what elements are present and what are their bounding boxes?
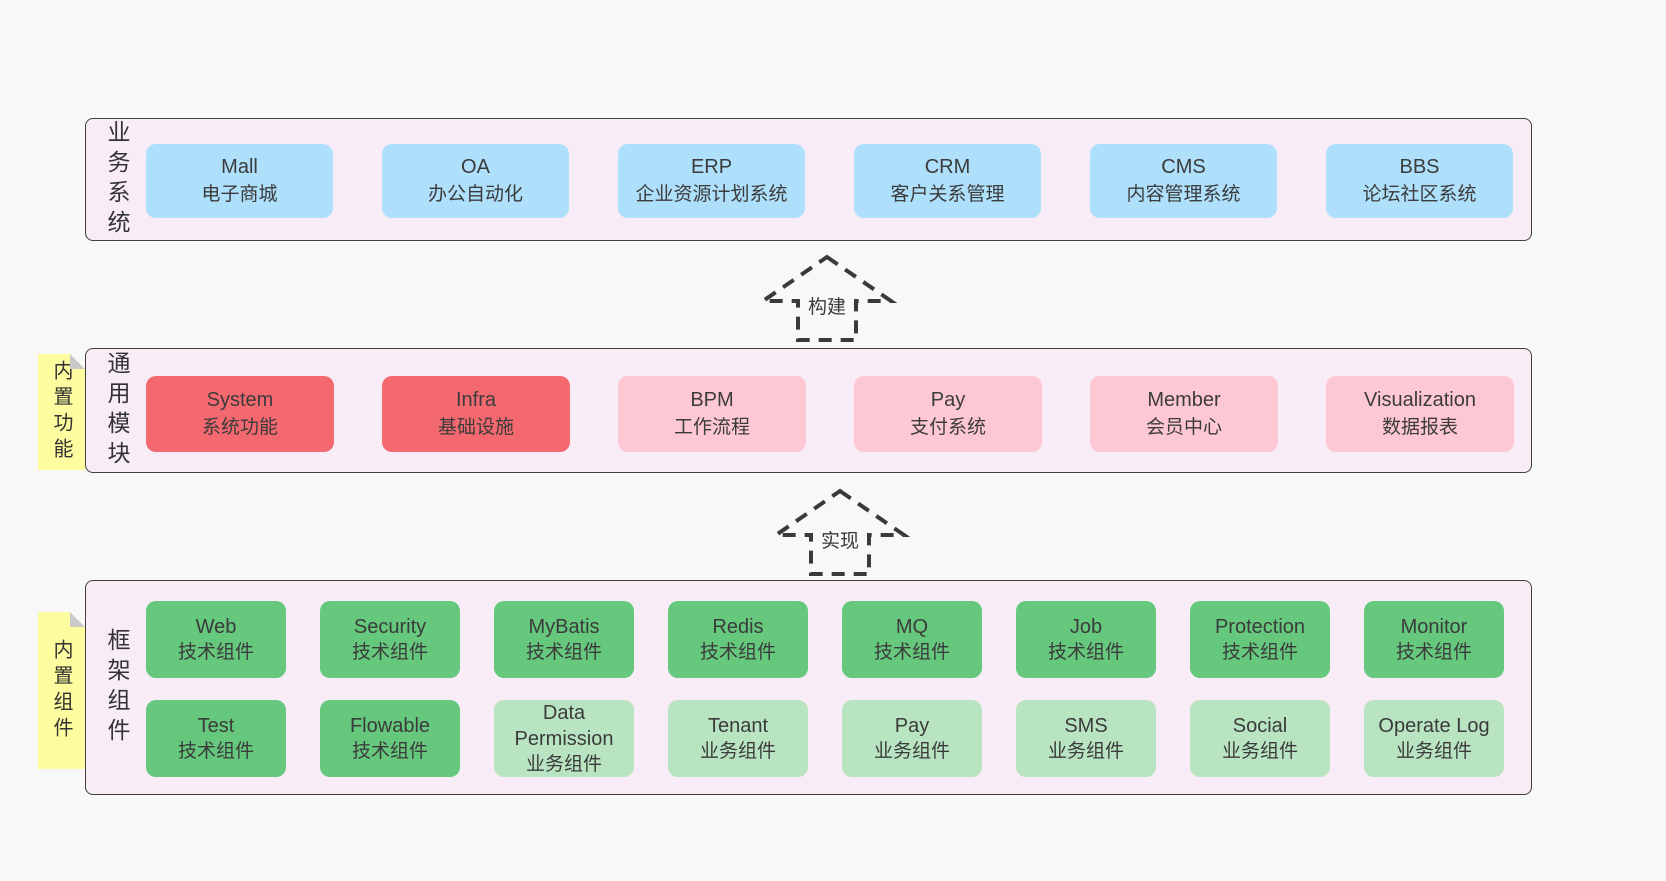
layer-business-label: 业务系统 bbox=[104, 119, 130, 240]
implement-arrow: 实现 bbox=[770, 486, 910, 578]
sticky-note-built-in-features: 内置功能 bbox=[38, 354, 85, 470]
implement-arrow-label: 实现 bbox=[817, 526, 863, 553]
folded-corner-icon bbox=[70, 612, 85, 627]
folded-corner-icon bbox=[70, 354, 85, 369]
layer-common-label: 通用模块 bbox=[104, 350, 130, 471]
layer-framework-label: 框架组件 bbox=[104, 627, 130, 748]
build-arrow-label: 构建 bbox=[804, 292, 850, 319]
sticky-note-built-in-components: 内置组件 bbox=[38, 612, 85, 769]
dashed-up-arrow-icon bbox=[757, 254, 897, 342]
build-arrow: 构建 bbox=[757, 252, 897, 344]
dashed-up-arrow-icon bbox=[770, 488, 910, 576]
